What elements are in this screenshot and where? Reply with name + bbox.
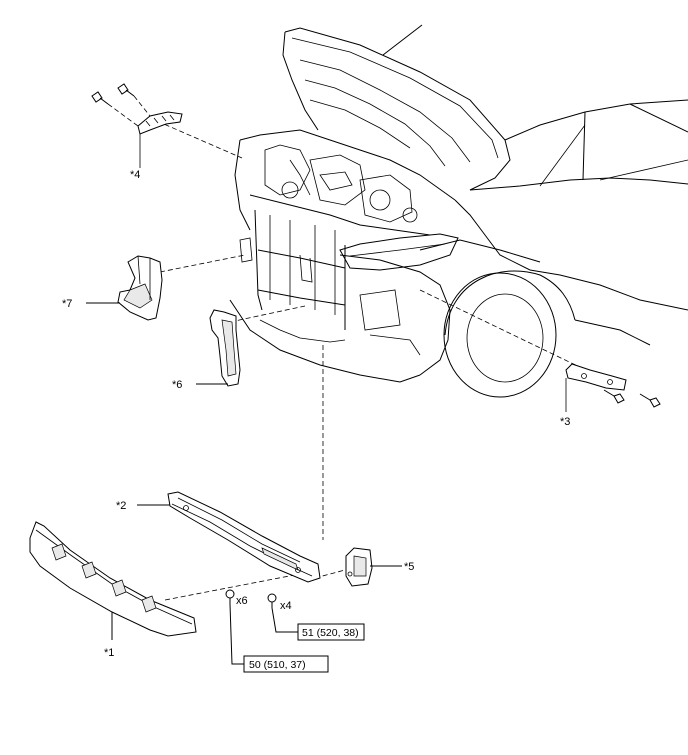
label-qty-x6: x6 (236, 595, 248, 607)
bolt-icon (225, 589, 235, 604)
torque-box-1 (297, 623, 365, 641)
bolt-icon (267, 593, 277, 608)
label-part-1: *1 (104, 647, 114, 659)
bolt-icon (639, 393, 661, 408)
bolt-icon (117, 83, 135, 97)
fastener-x4 (267, 593, 298, 633)
label-part-2: *2 (116, 500, 126, 512)
vehicle-front-illustration (229, 24, 688, 398)
part-1-absorber (29, 521, 197, 640)
part-4-bracket (91, 83, 183, 168)
part-7-duct (86, 255, 163, 321)
bolt-icon (603, 389, 625, 404)
assembly-lines (149, 117, 591, 601)
part-5-module (345, 547, 402, 587)
bolt-icon (91, 91, 109, 105)
torque-spec-1: 51 (520, 38) (302, 627, 359, 639)
torque-box-2 (243, 655, 329, 673)
label-part-6: *6 (172, 379, 182, 391)
part-3-bracket (565, 363, 661, 412)
label-part-3: *3 (560, 416, 570, 428)
label-part-5: *5 (404, 561, 414, 573)
part-2-reinforcement (137, 491, 321, 583)
label-part-7: *7 (62, 298, 72, 310)
part-6-duct (196, 309, 241, 387)
label-qty-x4: x4 (280, 600, 292, 612)
label-part-4: *4 (130, 169, 140, 181)
fastener-x6 (225, 589, 244, 665)
torque-spec-2: 50 (510, 37) (249, 659, 306, 671)
